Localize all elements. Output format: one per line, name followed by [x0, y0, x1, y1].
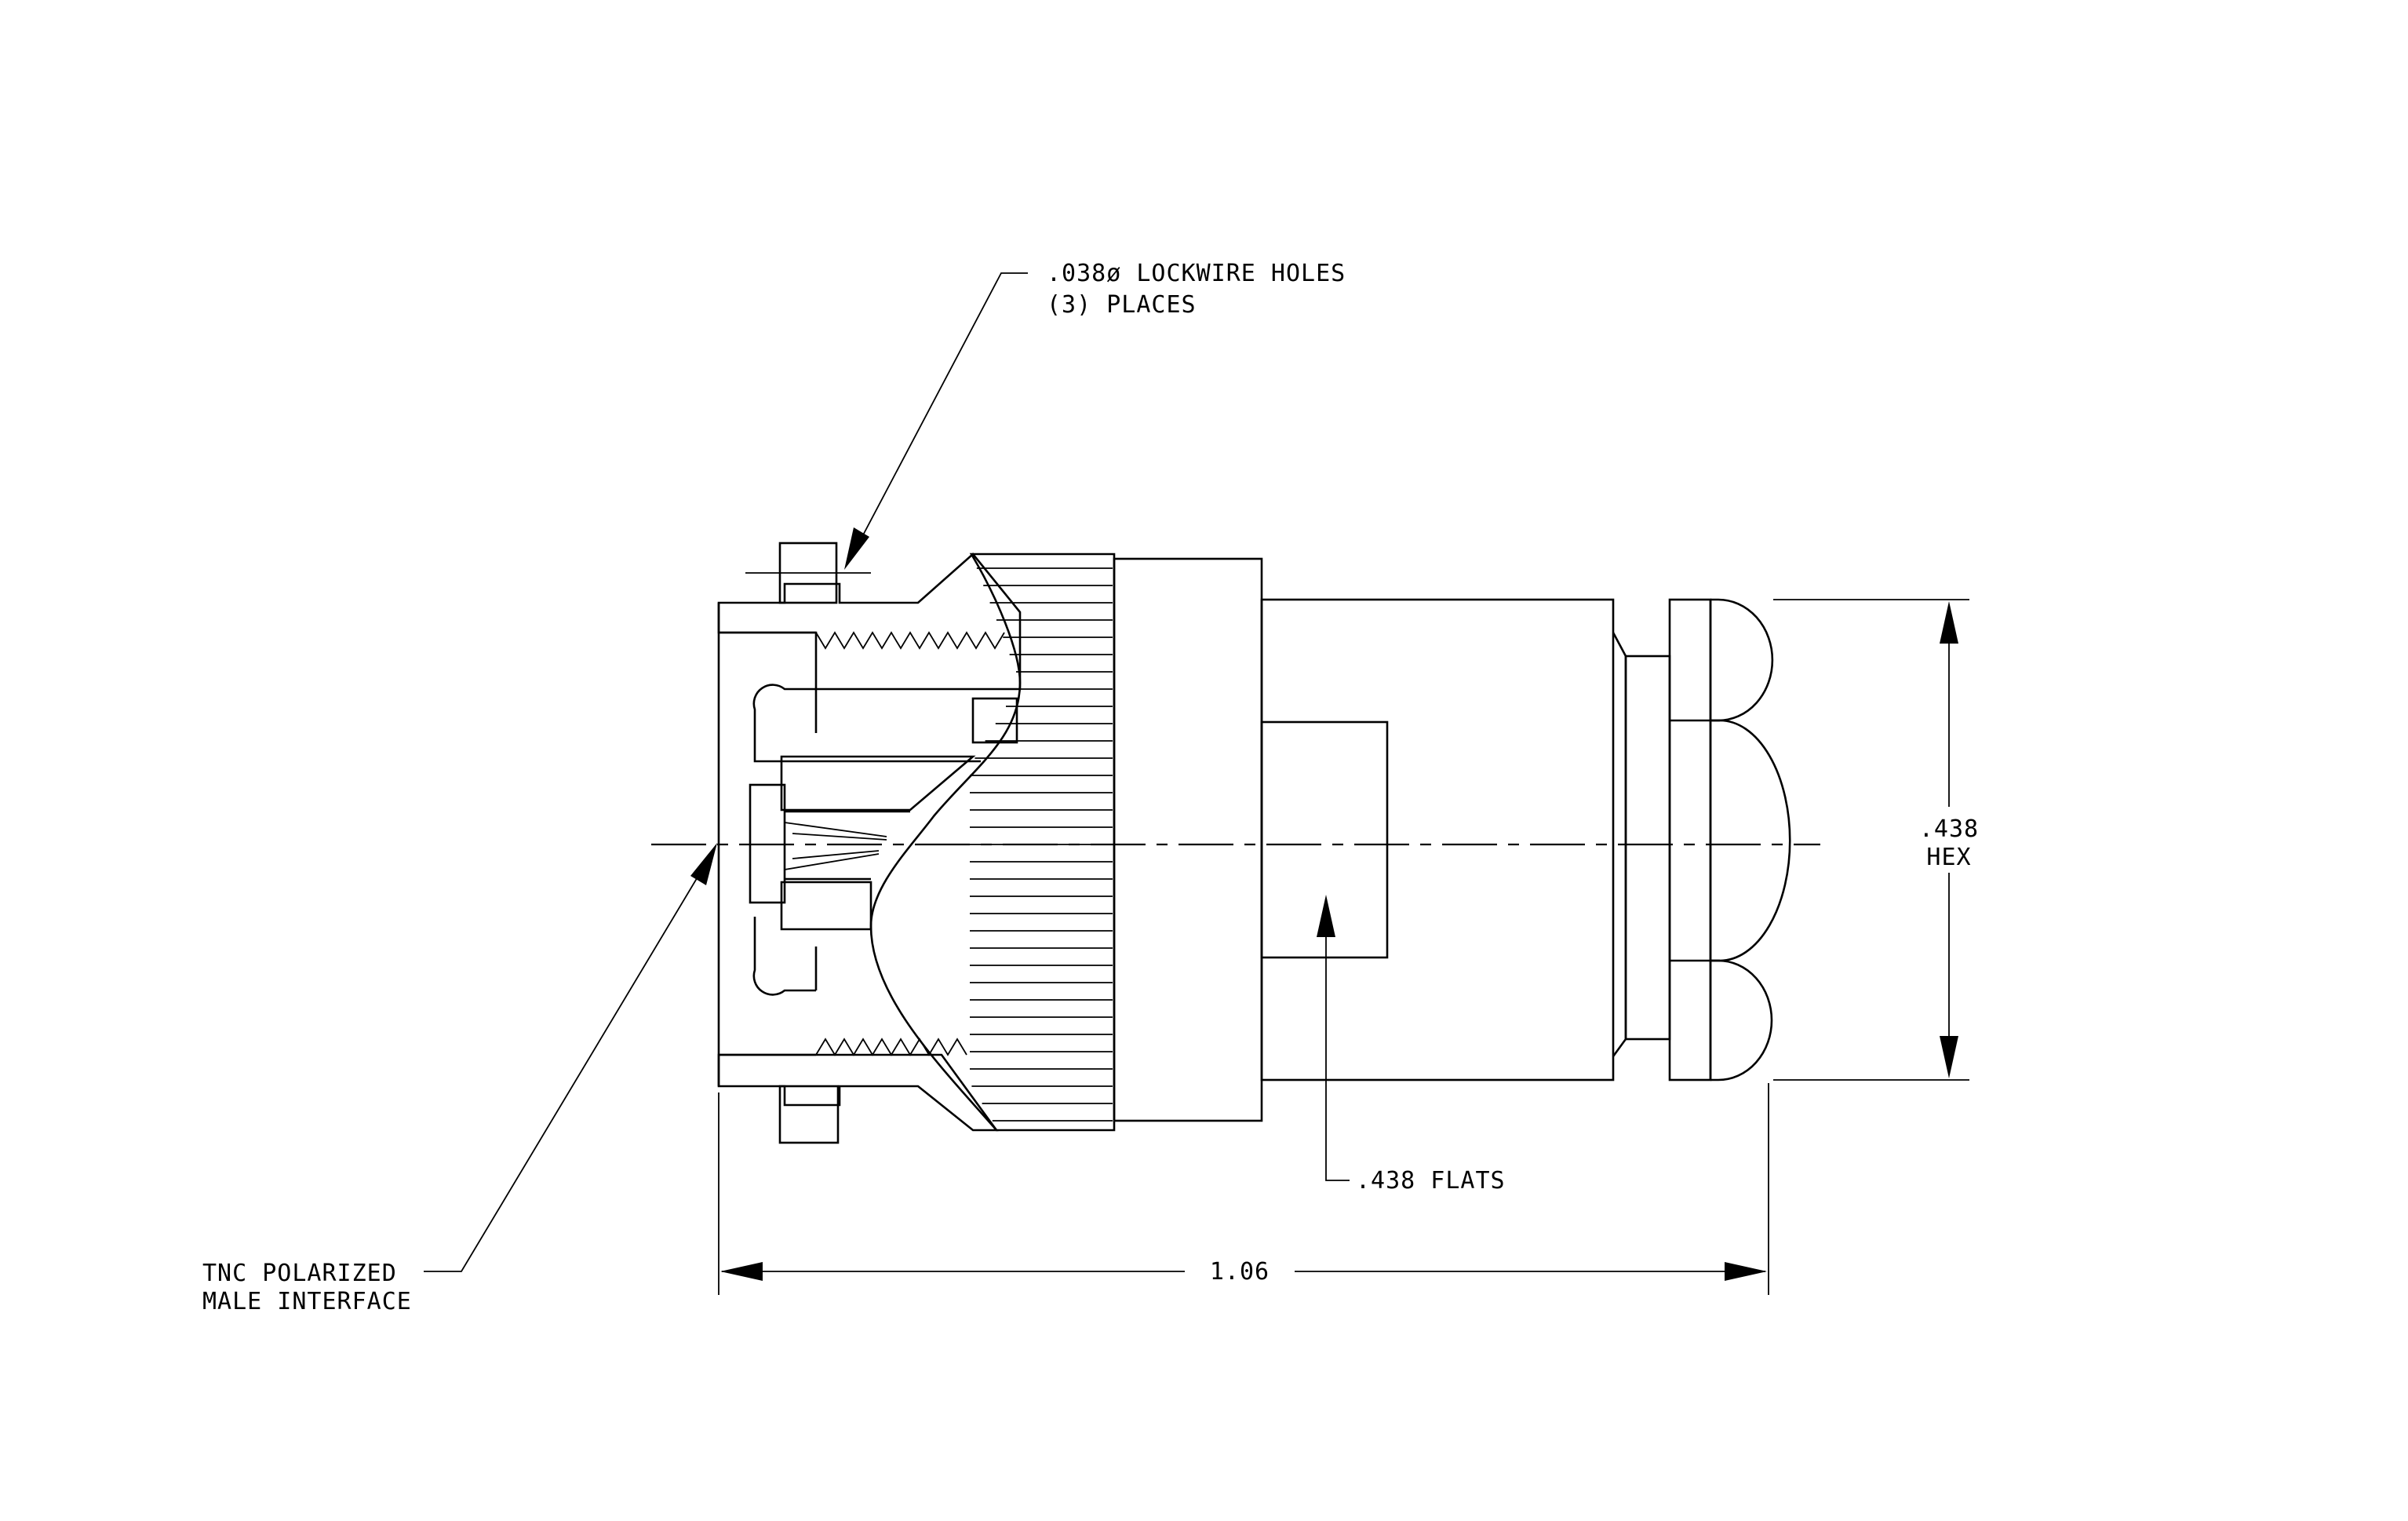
knurled-ring [869, 553, 1116, 1132]
length-dimension-value: 1.06 [1210, 1258, 1270, 1286]
hex-nut [1668, 598, 1791, 1081]
interface-callout-line1: TNC POLARIZED [202, 1260, 397, 1287]
lockwire-callout-line2: (3) PLACES [1047, 291, 1197, 319]
hex-dimension: .438 HEX [1773, 599, 1979, 1081]
flats-callout: .438 FLATS [1317, 895, 1506, 1195]
flats-callout-text: .438 FLATS [1356, 1167, 1506, 1195]
connector-body [1113, 557, 1671, 1122]
lockwire-callout: .038ø LOCKWIRE HOLES (3) PLACES [844, 260, 1346, 570]
interface-callout-line2: MALE INTERFACE [202, 1288, 412, 1315]
interface-callout: TNC POLARIZED MALE INTERFACE [202, 843, 717, 1315]
length-dimension: 1.06 [718, 1083, 1769, 1295]
hex-dimension-label: HEX [1926, 844, 1971, 871]
insulator-section [749, 684, 1018, 996]
hex-dimension-value: .438 [1919, 815, 1979, 843]
lockwire-callout-line1: .038ø LOCKWIRE HOLES [1047, 260, 1346, 287]
